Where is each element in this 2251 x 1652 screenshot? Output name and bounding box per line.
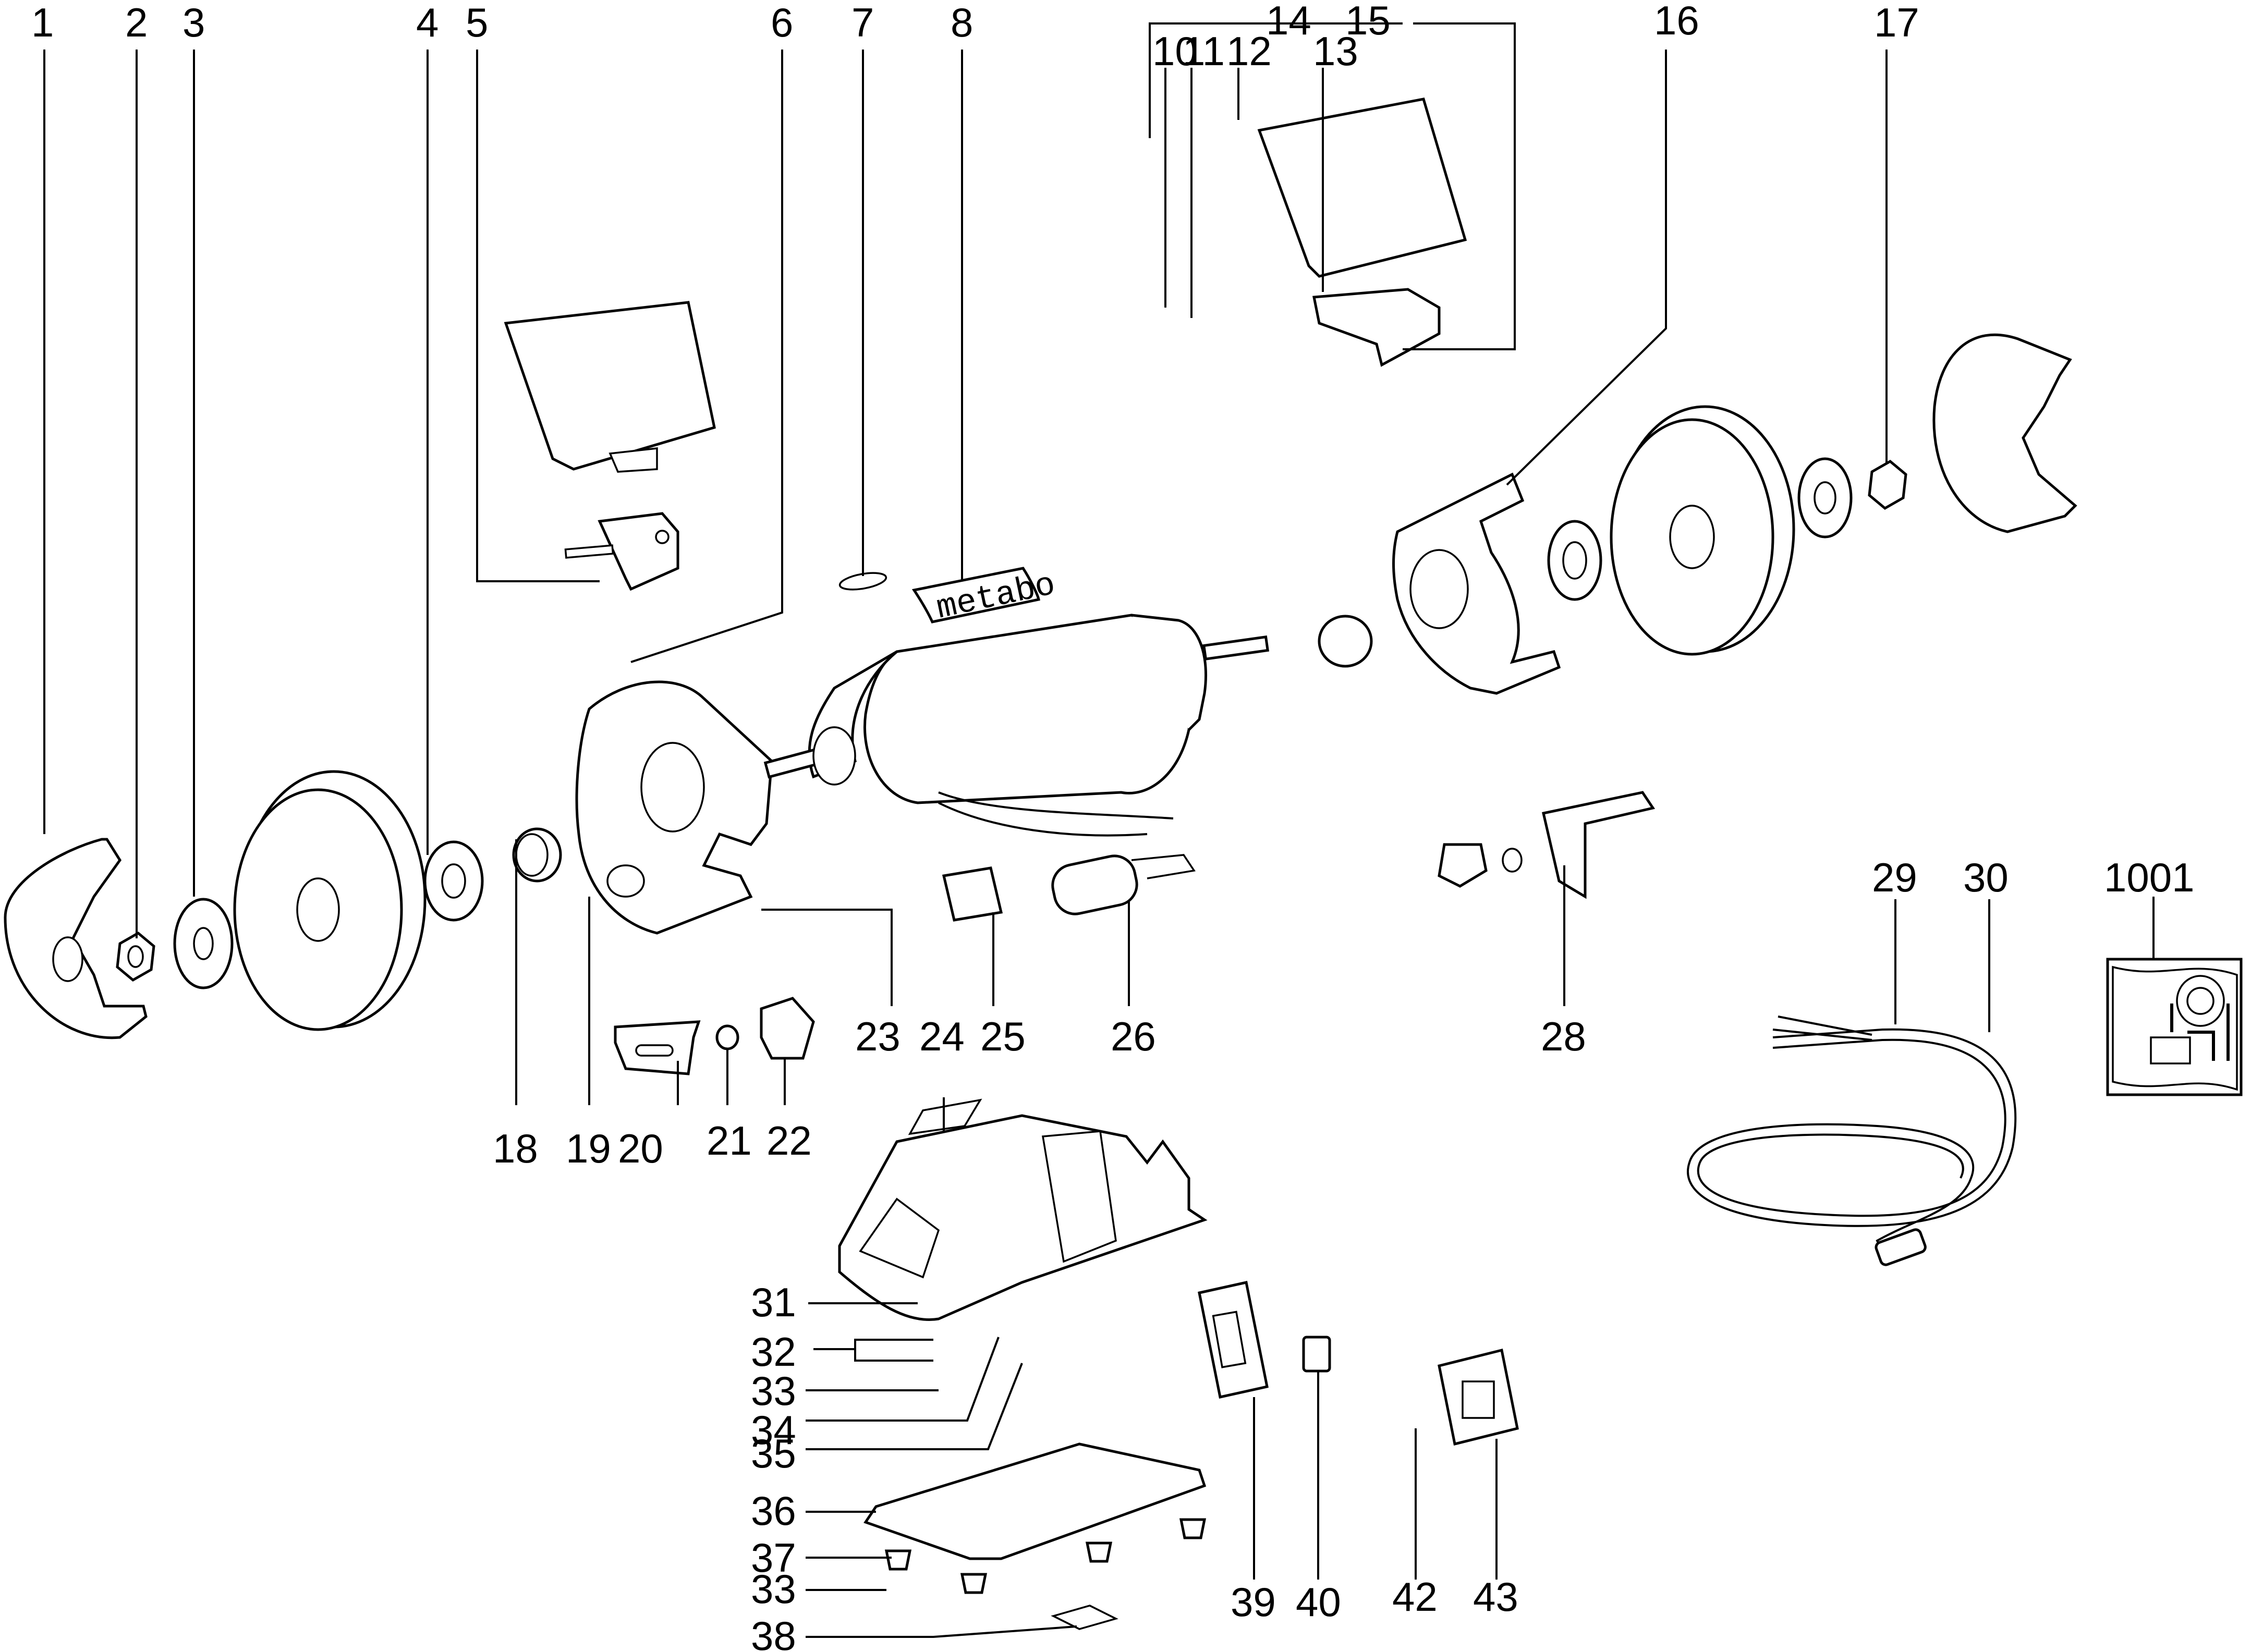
left-clamp-knob xyxy=(760,997,815,1060)
right-shield-bracket xyxy=(1312,288,1441,367)
callout-31: 31 xyxy=(751,1279,796,1325)
left-grinding-wheel xyxy=(233,770,427,1031)
warning-label xyxy=(908,1098,982,1135)
callout-37: 37 xyxy=(751,1535,796,1581)
callout-18: 18 xyxy=(493,1125,538,1171)
callout-40: 40 xyxy=(1296,1579,1341,1625)
left-inner-flange xyxy=(423,840,484,922)
callout-15: 15 xyxy=(1345,0,1391,43)
left-motor-housing-cover xyxy=(575,680,773,935)
left-eye-shield xyxy=(504,301,716,473)
callout-30: 30 xyxy=(1963,854,2009,900)
callout-16: 16 xyxy=(1654,0,1699,43)
callout-22: 22 xyxy=(766,1118,812,1164)
motor-assembly xyxy=(763,614,1270,837)
callout-13: 13 xyxy=(1313,28,1358,74)
leader-lines xyxy=(43,22,2155,1638)
left-bushing xyxy=(512,827,562,883)
left-nut xyxy=(116,931,155,982)
callout-2: 2 xyxy=(125,0,148,45)
id-plate xyxy=(838,572,887,591)
right-eye-shield xyxy=(1257,97,1467,278)
callout-17: 17 xyxy=(1874,0,1919,45)
callout-38: 38 xyxy=(751,1613,796,1652)
right-inner-flange xyxy=(1547,520,1602,601)
bottom-plate xyxy=(863,1442,1207,1560)
callout-6: 6 xyxy=(771,0,793,45)
callout-43: 43 xyxy=(1473,1574,1518,1620)
callout-4: 4 xyxy=(416,0,439,45)
wiring-diagram-box xyxy=(2106,958,2243,1096)
right-nut xyxy=(1868,459,1907,510)
callout-12: 12 xyxy=(1226,28,1272,74)
callout-1: 1 xyxy=(31,0,54,45)
callout-10: 10 xyxy=(1152,28,1198,74)
callout-20: 20 xyxy=(618,1125,663,1171)
callout-36: 36 xyxy=(751,1488,796,1534)
callout-35: 35 xyxy=(751,1430,796,1476)
callout-19: 19 xyxy=(566,1125,611,1171)
callout-11: 11 xyxy=(1183,28,1225,74)
switch-housing xyxy=(1438,1348,1519,1446)
callout-32: 32 xyxy=(751,1329,796,1375)
rubber-feet xyxy=(884,1518,1207,1594)
right-bushing xyxy=(1318,615,1373,668)
callout-3: 3 xyxy=(182,0,205,45)
right-tool-rest xyxy=(1438,791,1656,899)
right-outer-flange xyxy=(1797,457,1853,539)
left-washer xyxy=(715,1024,739,1050)
callout-7: 7 xyxy=(851,0,874,45)
callout-1001: 1001 xyxy=(2104,854,2195,900)
capacitor xyxy=(1051,854,1196,915)
callout-39: 39 xyxy=(1231,1579,1276,1625)
brand-nameplate: metabo xyxy=(911,566,1058,628)
callout-8: 8 xyxy=(951,0,973,45)
callout-14: 14 xyxy=(1266,0,1311,43)
callout-21: 21 xyxy=(707,1118,752,1164)
rocker-switch xyxy=(1302,1336,1331,1373)
bottom-label xyxy=(1051,1605,1118,1630)
callout-34: 34 xyxy=(751,1407,796,1453)
switch-plate xyxy=(1198,1281,1269,1399)
left-wheel-guard-cover xyxy=(4,838,148,1039)
left-tool-rest xyxy=(614,1020,701,1075)
callout-28: 28 xyxy=(1541,1013,1586,1059)
callout-25: 25 xyxy=(980,1013,1026,1059)
left-shield-bracket xyxy=(564,512,679,591)
callout-29: 29 xyxy=(1872,854,1917,900)
callout-42: 42 xyxy=(1392,1574,1438,1620)
right-wheel-guard-cover xyxy=(1932,333,2077,533)
callout-labels: 1 2 3 4 5 6 7 8 10 11 12 13 14 15 16 17 … xyxy=(31,0,2195,1652)
base-housing xyxy=(838,1114,1208,1321)
terminal-block xyxy=(942,866,1003,922)
power-cord xyxy=(1687,1015,2017,1266)
callout-33b: 33 xyxy=(751,1566,796,1612)
callout-33a: 33 xyxy=(751,1368,796,1414)
right-motor-housing-cover xyxy=(1392,472,1561,695)
right-grinding-wheel xyxy=(1610,405,1795,656)
callout-24: 24 xyxy=(919,1013,965,1059)
left-outer-flange xyxy=(173,898,234,989)
callout-26: 26 xyxy=(1111,1013,1156,1059)
callout-23: 23 xyxy=(855,1013,901,1059)
callout-5: 5 xyxy=(466,0,488,45)
